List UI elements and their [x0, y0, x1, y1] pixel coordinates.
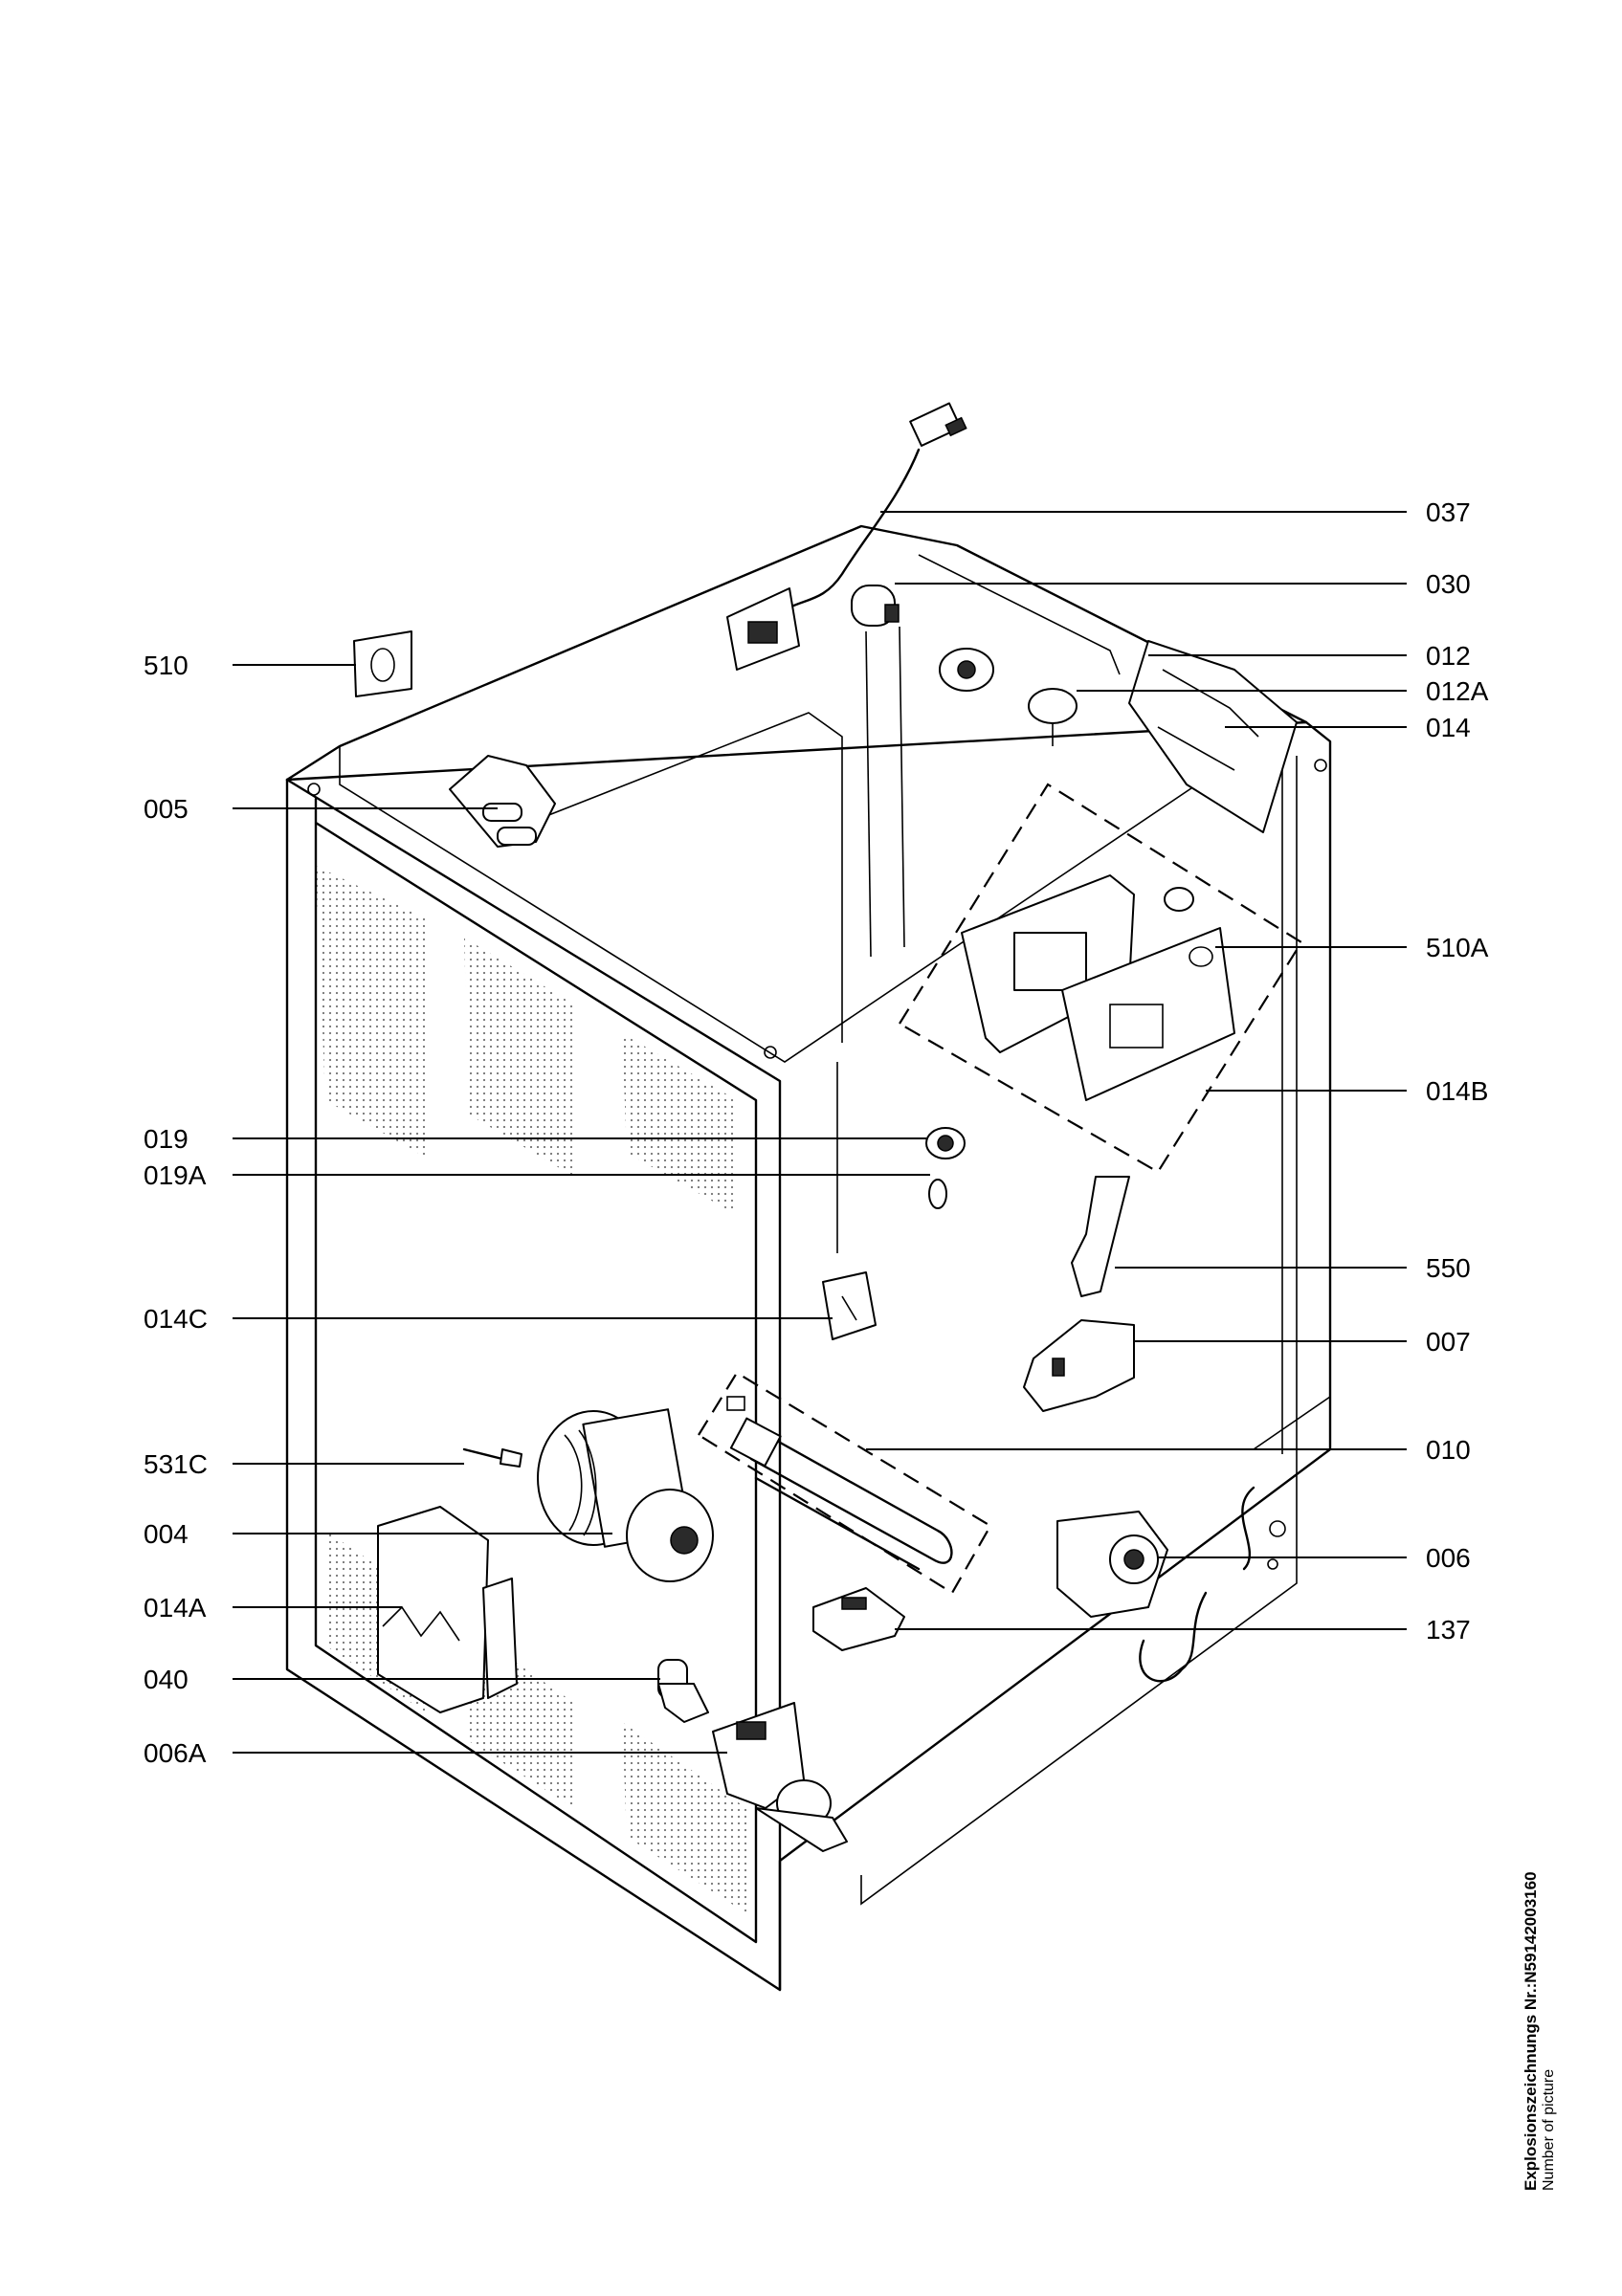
program-selector-014-part	[1128, 640, 1298, 833]
mains-cable-part	[778, 402, 967, 614]
part-label-037: 037	[1426, 497, 1471, 527]
door-lock-007-part	[1023, 1319, 1135, 1412]
part-label-014: 014	[1426, 713, 1471, 742]
right-leader-lines	[866, 511, 1407, 1630]
dispenser-valve-005-part	[449, 755, 556, 848]
picture-number-title: Explosionszeichnungs Nr.:N59142003160	[1522, 1871, 1540, 2191]
part-label-510: 510	[144, 651, 189, 680]
part-label-014b: 014B	[1426, 1076, 1489, 1106]
control-board-510a-part	[961, 874, 1194, 1053]
control-panel-assembly-box	[898, 783, 1303, 1174]
lamp-019a-part	[928, 1179, 947, 1209]
pressure-switch-012a-part	[1028, 688, 1078, 746]
drain-pump-006a-part	[712, 1702, 848, 1852]
part-label-012a: 012A	[1426, 676, 1489, 706]
display-module-014b-part	[1061, 927, 1235, 1101]
water-valve-040-part	[657, 1659, 709, 1723]
pump-006-part	[1056, 1511, 1168, 1618]
temperature-sensor-019-part	[925, 1127, 966, 1159]
motor-004-part	[537, 1408, 714, 1582]
left-leader-lines	[233, 664, 930, 1754]
part-label-006: 006	[1426, 1543, 1471, 1573]
part-label-014a: 014A	[144, 1593, 207, 1623]
part-label-019a: 019A	[144, 1160, 207, 1190]
level-sensor-137-part	[812, 1587, 905, 1651]
heater-assembly-box	[697, 1371, 992, 1595]
part-label-531c: 531C	[144, 1449, 208, 1479]
part-label-005: 005	[144, 794, 189, 824]
part-label-040: 040	[144, 1665, 189, 1694]
part-label-004: 004	[144, 1519, 189, 1549]
heating-element-010-part	[726, 1396, 953, 1571]
part-label-006a: 006A	[144, 1738, 207, 1768]
picture-number-subtitle: Number of picture	[1541, 2068, 1557, 2191]
part-label-137: 137	[1426, 1615, 1471, 1645]
part-label-010: 010	[1426, 1435, 1471, 1465]
capacitor-part	[851, 585, 900, 627]
cabinet-frame	[285, 524, 1332, 1992]
interference-filter-014c-part	[822, 1271, 877, 1340]
part-label-007: 007	[1426, 1327, 1471, 1357]
part-label-030: 030	[1426, 569, 1471, 599]
screw-531c-part	[462, 1447, 522, 1468]
gasket-plate-510-part	[353, 630, 412, 697]
part-label-014c: 014C	[144, 1304, 208, 1334]
part-label-012: 012	[1426, 641, 1471, 671]
picture-number-caption: Explosionszeichnungs Nr.:N59142003160 Nu…	[1522, 1871, 1558, 2191]
electronic-module-014a-part	[377, 1506, 518, 1713]
pressure-switch-012-part	[939, 648, 994, 692]
part-label-550: 550	[1426, 1253, 1471, 1283]
part-label-019: 019	[144, 1124, 189, 1154]
filter-terminal-part	[726, 587, 800, 671]
door-handle-550-part	[1071, 1176, 1130, 1297]
part-label-510a: 510A	[1426, 933, 1489, 962]
